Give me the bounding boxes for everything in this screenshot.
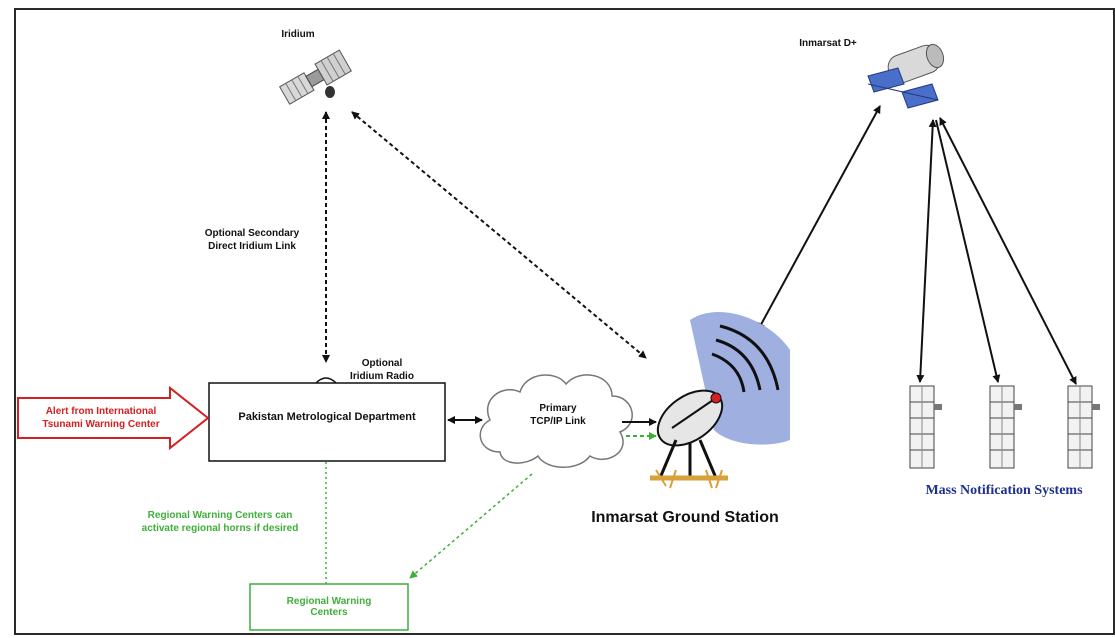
pmd-box: Pakistan Metrological Department [209,383,445,461]
regional-warning-centers-box: Regional Warning Centers [250,584,408,630]
cloud-regional-link [409,473,533,579]
optional-link-label-line1: Optional Secondary [204,228,300,239]
primary-link-label: Primary TCP/IP Link [508,403,608,428]
iridium-satellite-icon [279,49,352,105]
mass-notification-towers [909,385,1100,469]
iridium-ground-link [351,111,647,359]
regional-box-shape [249,583,409,631]
ground-station-label: Inmarsat Ground Station [591,509,779,526]
mass-notification-links [916,117,1077,385]
optional-link-label-line2: Direct Iridium Link [208,240,296,252]
optional-radio-label-line1: Optional [361,358,403,369]
ground-station-dish-icon [650,311,790,489]
regional-note-line2: activate regional horns if desired [141,522,299,534]
inmarsat-label: Inmarsat D+ [799,38,857,49]
alert-label-line1: Alert from International [45,406,157,417]
primary-link-label-line2: TCP/IP Link [530,415,586,427]
tcp-ip-cloud [479,374,633,468]
pmd-box-shape [208,382,446,462]
optional-radio-label-line2: Iridium Radio [350,370,414,382]
regional-box-line2: Centers [310,607,348,618]
pmd-label: Pakistan Metrological Department [238,411,416,423]
regional-note-line1: Regional Warning Centers can [147,510,293,521]
inmarsat-ground-link [757,105,881,331]
alert-label-line2: Tsunami Warning Center [42,418,160,430]
regional-note-label: Regional Warning Centers can activate re… [118,510,322,535]
optional-link-label: Optional Secondary Direct Iridium Link [172,228,332,253]
inmarsat-satellite-icon [867,43,945,109]
mass-notification-label: Mass Notification Systems [925,483,1083,498]
alert-label: Alert from International Tsunami Warning… [26,406,176,431]
optional-radio-label: Optional Iridium Radio [332,358,432,383]
iridium-label: Iridium [281,29,315,40]
alert-arrow [17,385,210,451]
regional-box-line1: Regional Warning [286,596,372,607]
primary-link-label-line1: Primary [539,403,577,414]
